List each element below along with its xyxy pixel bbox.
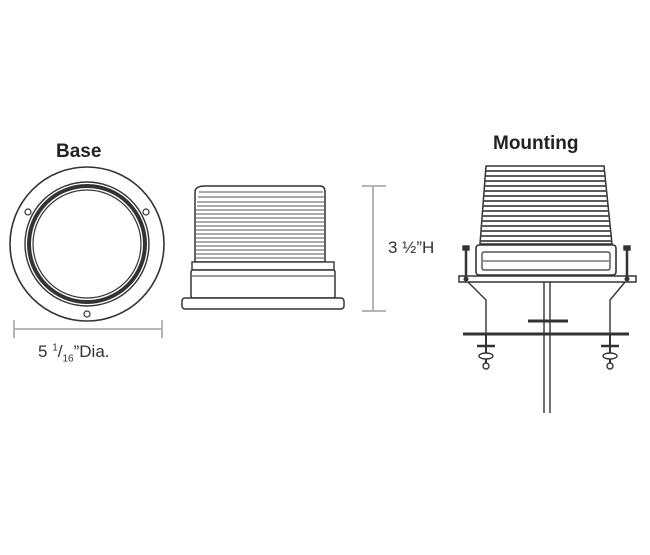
- mount-bolt-left: [462, 245, 470, 276]
- side-base-flange: [181, 297, 345, 310]
- mount-bracket-right: [609, 281, 626, 334]
- mounting-view: [458, 165, 637, 413]
- side-housing: [190, 269, 336, 299]
- mounting-title: Mounting: [493, 133, 579, 154]
- base-top-view: [9, 166, 165, 322]
- mount-bracket-left: [467, 281, 487, 334]
- base-flange-ring: [24, 181, 150, 307]
- diameter-dimension: [13, 320, 163, 338]
- diameter-slash: /: [57, 342, 63, 361]
- mount-lower-bolt-right: [601, 334, 619, 370]
- mount-hole-bottom: [83, 310, 91, 318]
- diameter-label: 5 1/16”Dia.: [38, 342, 110, 364]
- mount-hole-left: [24, 208, 32, 216]
- mount-lens-ribs: [480, 170, 612, 242]
- diameter-denominator: 16: [62, 353, 74, 365]
- base-outer-flange: [9, 166, 165, 322]
- mount-hole-right: [142, 208, 150, 216]
- mount-lower-bolt-left: [477, 334, 495, 370]
- beacon-side-view: [181, 185, 345, 310]
- height-label: 3 ½”H: [388, 238, 435, 257]
- diameter-numerator: 1: [52, 342, 58, 354]
- base-lens-rim: [27, 184, 147, 304]
- height-dimension: [362, 185, 386, 312]
- base-title: Base: [56, 141, 102, 162]
- base-lens-inner: [32, 189, 142, 299]
- mount-bolt-right: [623, 245, 631, 276]
- diameter-prefix: 5: [38, 342, 53, 361]
- mount-lens-dome: [479, 165, 613, 245]
- diameter-suffix: ”Dia.: [73, 342, 110, 361]
- side-collar: [191, 261, 335, 271]
- mount-base-plate: [458, 275, 637, 283]
- side-lens-ribs: [196, 191, 325, 259]
